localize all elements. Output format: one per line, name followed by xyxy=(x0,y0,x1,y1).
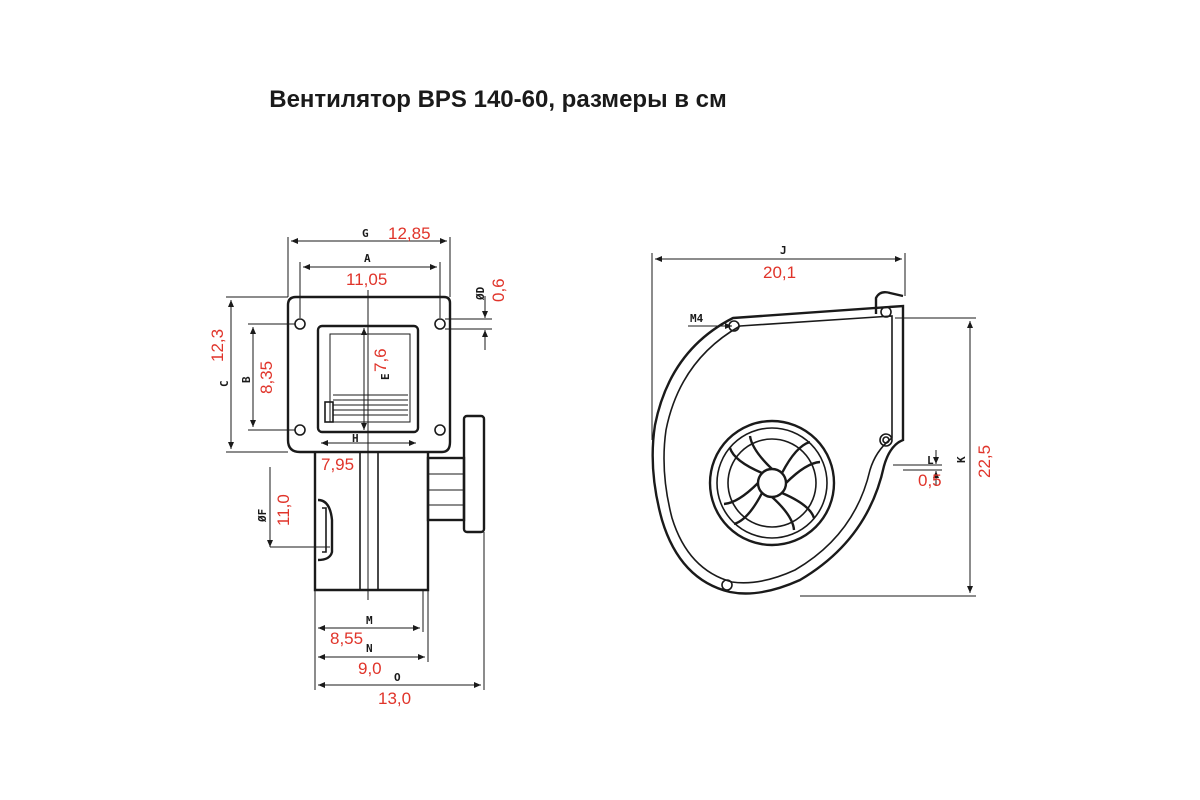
dimension-n: N 9,0 xyxy=(318,590,429,678)
dimension-letter: L xyxy=(927,454,934,467)
dimension-l: L 0,5 xyxy=(893,450,942,490)
dimension-value: 13,0 xyxy=(378,689,411,708)
dimension-j: J 20,1 xyxy=(651,244,906,440)
drawing-title: Вентилятор BPS 140-60, размеры в см xyxy=(269,86,727,113)
dimension-value: 12,3 xyxy=(208,329,227,362)
dimension-value: 11,0 xyxy=(274,494,293,526)
dimension-value: 20,1 xyxy=(763,263,796,282)
dimension-value: 8,55 xyxy=(330,629,363,648)
dimension-letter: K xyxy=(955,456,968,463)
dimension-value: 11,05 xyxy=(346,270,387,289)
dimension-f: ØF 11,0 xyxy=(256,467,330,548)
dimension-d: ØD 0,6 xyxy=(445,278,508,350)
dimension-g: G 12,85 xyxy=(287,224,451,297)
dimension-letter: J xyxy=(780,244,787,257)
dimension-letter: E xyxy=(379,373,392,380)
front-view: G 12,85 A 11,05 ØD 0,6 12,3 C xyxy=(208,224,508,708)
dimension-letter: H xyxy=(352,432,359,445)
dimension-o: O 13,0 xyxy=(318,532,485,708)
dimension-letter: O xyxy=(394,671,401,684)
dimension-c: 12,3 C xyxy=(208,296,288,453)
dimension-h: H 7,95 xyxy=(321,432,416,474)
dimension-letter: ØF xyxy=(256,509,269,523)
dimension-k: K 22,5 xyxy=(800,317,994,597)
callout-m4: M4 xyxy=(688,312,732,329)
dimension-m: M 8,55 xyxy=(314,590,424,690)
dimension-value: 0,6 xyxy=(489,278,508,302)
dimension-value: 0,5 xyxy=(918,471,942,490)
dimension-value: 9,0 xyxy=(358,659,382,678)
dimension-value: 8,35 xyxy=(257,361,276,394)
dimension-b: B 8,35 xyxy=(240,323,295,431)
dimension-e: E 7,6 xyxy=(361,328,392,430)
dimension-letter: ØD xyxy=(474,286,487,301)
impeller-icon xyxy=(708,419,836,547)
dimension-value: 7,6 xyxy=(371,348,390,372)
dimension-value: 22,5 xyxy=(975,445,994,478)
side-view: J 20,1 M4 L 0,5 K 22,5 xyxy=(651,244,994,597)
dimension-letter: N xyxy=(366,642,373,655)
dimension-value: 7,95 xyxy=(321,455,354,474)
dimension-value: 12,85 xyxy=(388,224,431,243)
dimension-letter: B xyxy=(240,376,253,383)
dimension-letter: C xyxy=(218,380,231,387)
dimension-letter: G xyxy=(362,227,369,240)
dimension-a: A 11,05 xyxy=(299,252,441,318)
dimension-letter: A xyxy=(364,252,371,265)
dimension-letter: M xyxy=(366,614,373,627)
callout-label: M4 xyxy=(690,312,704,325)
